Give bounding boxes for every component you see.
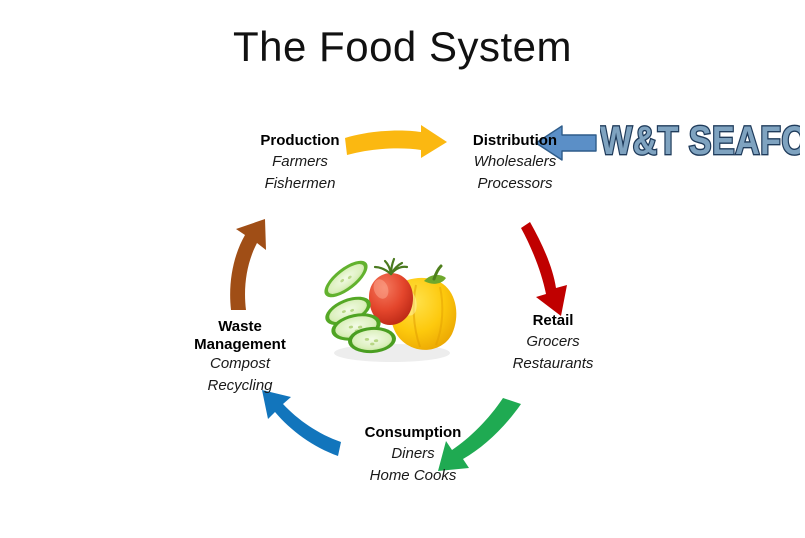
node-distribution-item-1: Wholesalers [473,153,557,171]
fresh-vegetables-image [324,257,457,362]
tomato-icon [369,257,413,325]
cucumber-slice-back-icon [324,260,368,298]
node-retail-heading: Retail [532,312,574,329]
node-consumption-item-1: Diners [391,445,435,463]
node-retail: Retail Grocers Restaurants [478,310,628,374]
node-retail-item-1: Grocers [526,333,580,351]
node-production-item-1: Farmers [272,153,328,171]
node-waste-item-1: Compost [209,355,271,373]
arrow-distribution-to-retail-icon [521,222,567,316]
node-waste-item-2: Recycling [207,376,273,394]
node-waste-management: Waste Management Compost Recycling [165,318,315,396]
arrow-waste-to-production-icon [230,219,266,310]
node-consumption: Consumption Diners Home Cooks [318,422,508,486]
node-distribution-heading: Distribution [472,132,558,149]
node-consumption-item-2: Home Cooks [369,466,457,484]
node-retail-item-2: Restaurants [512,354,594,372]
node-waste-heading-line2: Management [194,335,286,353]
wt-seafood-logo-text: W&T SEAFOOD [600,117,800,162]
page-title: The Food System [233,23,572,70]
wt-seafood-logo: W&T SEAFOOD [600,116,800,162]
node-distribution: Distribution Wholesalers Processors [420,130,610,194]
node-production-item-2: Fishermen [264,174,336,192]
cucumber-slices-front-icon [325,296,396,354]
node-waste-heading-line1: Waste [218,318,262,335]
node-distribution-item-2: Processors [477,174,553,192]
node-production: Production Farmers Fishermen [205,130,395,194]
node-consumption-heading: Consumption [364,424,462,441]
node-production-heading: Production [260,132,340,149]
